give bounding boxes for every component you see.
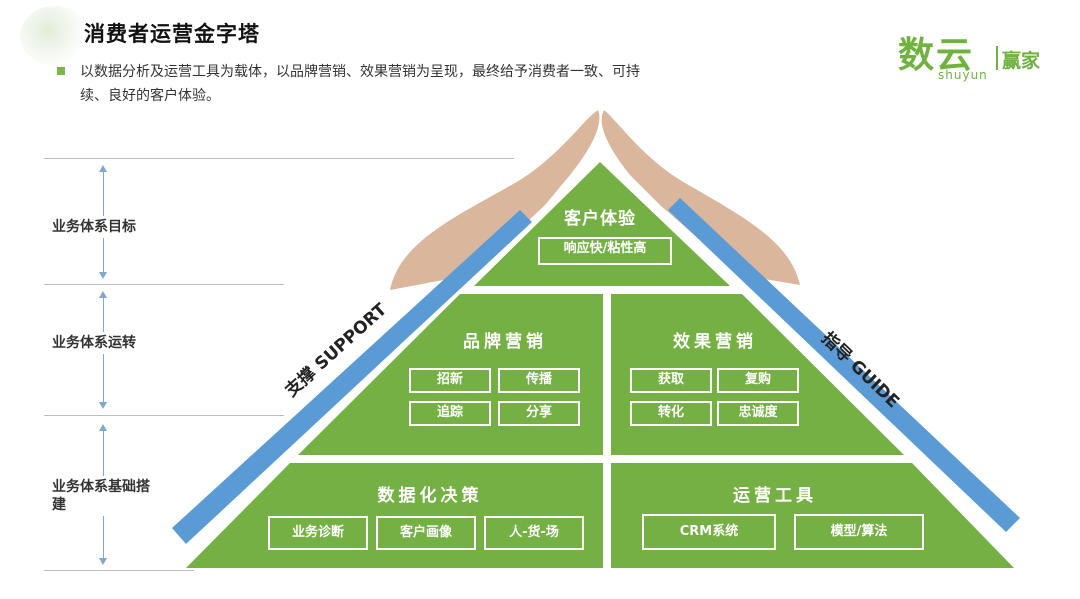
data-item: 业务诊断 — [268, 516, 368, 550]
tier-top-title: 客户体验 — [564, 209, 636, 229]
brand-item: 追踪 — [409, 401, 491, 426]
tier-tools-title: 运营工具 — [733, 486, 817, 506]
tier-data-shape — [186, 463, 603, 568]
right-hand-shape — [601, 110, 800, 285]
tier-performance-shape — [611, 294, 904, 455]
bullet-icon — [57, 67, 65, 75]
performance-item: 获取 — [630, 368, 712, 393]
arrow-up-icon — [99, 291, 107, 298]
level-divider-top — [44, 158, 514, 159]
arrow-up-icon — [99, 165, 107, 172]
level-label-operation: 业务体系运转 — [52, 332, 136, 354]
page-subtitle: 以数据分析及运营工具为载体，以品牌营销、效果营销为呈现，最终给予消费者一致、可持… — [80, 64, 640, 104]
logo-main-text: 数云 — [898, 35, 975, 76]
arrow-down-icon — [99, 272, 107, 279]
brand-item: 传播 — [498, 368, 580, 393]
performance-item: 复购 — [717, 368, 799, 393]
performance-item: 忠诚度 — [717, 401, 799, 426]
logo-english-text: shuyun — [938, 68, 988, 82]
brand-logo: 数云 赢家 shuyun — [898, 26, 1068, 86]
tools-item: CRM系统 — [642, 514, 776, 550]
arrow-up-icon — [99, 424, 107, 431]
logo-secondary-text: 赢家 — [1002, 50, 1041, 72]
decorative-leaf-icon — [20, 6, 90, 66]
tools-item: 模型/算法 — [794, 514, 924, 550]
tier-data-title: 数据化决策 — [377, 486, 483, 506]
arrow-down-icon — [99, 402, 107, 409]
data-item: 人-货-场 — [484, 516, 584, 550]
level-divider-operation — [44, 415, 284, 416]
brand-item: 招新 — [409, 368, 491, 393]
left-hand-shape — [390, 110, 600, 290]
arrow-down-icon — [99, 558, 107, 565]
tier-brand-title: 品牌营销 — [463, 332, 547, 352]
performance-item: 转化 — [630, 401, 712, 426]
tier-performance-title: 效果营销 — [673, 332, 757, 352]
tier-top-item: 响应快/粘性高 — [538, 237, 672, 265]
level-label-foundation: 业务体系基础搭建 — [52, 476, 162, 516]
level-label-goal: 业务体系目标 — [52, 216, 136, 238]
data-item: 客户画像 — [376, 516, 476, 550]
tier-brand-shape — [298, 294, 603, 455]
logo-divider — [996, 46, 998, 70]
level-divider-goal — [44, 284, 284, 285]
support-bar-shape — [172, 210, 532, 544]
guide-bar-shape — [668, 198, 1020, 532]
level-divider-bottom — [44, 570, 194, 571]
brand-item: 分享 — [498, 401, 580, 426]
page-title: 消费者运营金字塔 — [84, 22, 260, 46]
